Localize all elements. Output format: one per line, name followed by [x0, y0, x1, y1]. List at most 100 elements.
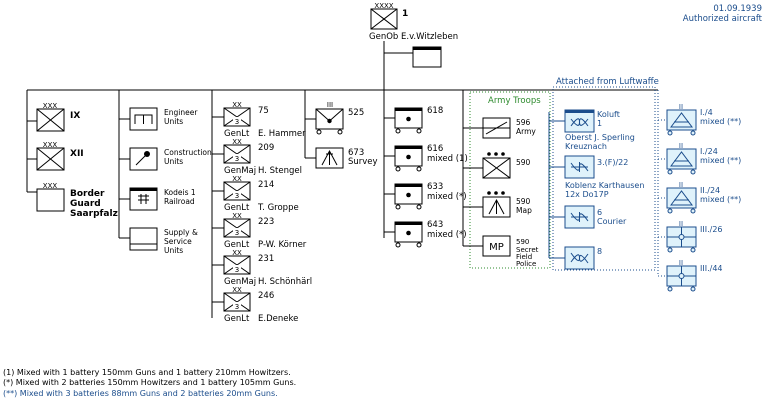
division-number: 231	[258, 254, 274, 264]
unit-590-signal-symbol	[482, 152, 511, 179]
luftwaffe-title: Attached from Luftwaffe	[556, 77, 659, 87]
flak-note: mixed (**)	[700, 117, 741, 126]
division-echelon: XX	[232, 138, 242, 146]
survey-673-symbol	[315, 147, 344, 169]
flak-number: I./24	[700, 147, 718, 156]
division-echelon: XX	[232, 249, 242, 257]
division-number: 223	[258, 217, 274, 227]
division-rank: GenLt	[224, 129, 250, 139]
railroad-icon	[129, 187, 158, 211]
footnote-1: (1) Mixed with 1 battery 150mm Guns and …	[3, 368, 291, 377]
division-number: 75	[258, 106, 269, 116]
svg-text:MP: MP	[489, 242, 504, 253]
battalion-note: mixed (1)	[427, 154, 468, 164]
battalion-number: 643	[427, 220, 443, 230]
army-troops-box	[469, 91, 551, 269]
unit-590-label: 590	[516, 158, 531, 167]
division-number: 214	[258, 180, 274, 190]
border-guard-symbol: XXX	[36, 182, 65, 212]
flak-note: mixed (**)	[700, 156, 741, 165]
authorized-aircraft-label: Authorized aircraft	[683, 14, 763, 24]
division-rank: GenLt	[224, 203, 250, 213]
unit-596-symbol	[482, 117, 511, 139]
army-troops-title: Army Troops	[488, 96, 541, 106]
division-commander: H. Schönhärl	[258, 277, 312, 287]
date-label: 01.09.1939	[713, 4, 762, 14]
division-type: 3	[235, 229, 239, 237]
unit-590-mp-symbol: MP	[482, 235, 511, 257]
division-commander: E.Deneke	[258, 314, 298, 324]
army-commander: GenOb E.v.Witzleben	[369, 32, 458, 42]
division-echelon: XX	[232, 286, 242, 294]
svg-text:II: II	[679, 103, 683, 111]
svg-text:XXX: XXX	[43, 102, 58, 110]
footnote-2: (*) Mixed with 2 batteries 150mm Howitze…	[3, 378, 296, 387]
svg-text:XXX: XXX	[43, 182, 58, 190]
battalion-number: 633	[427, 182, 443, 192]
division-echelon: XX	[232, 175, 242, 183]
division-rank: GenLt	[224, 240, 250, 250]
division-echelon: XX	[232, 212, 242, 220]
artillery-525-label: 525	[348, 108, 364, 118]
division-rank: GenLt	[224, 314, 250, 324]
supply-icon	[129, 227, 158, 251]
battalion-note: mixed (*)	[427, 192, 467, 202]
division-type: 3	[235, 266, 239, 274]
recon-3-22-symbol	[564, 155, 595, 179]
division-type: 3	[235, 155, 239, 163]
unit-8-label: 8	[597, 247, 602, 256]
flak-number: II./24	[700, 186, 720, 195]
battalion-note: mixed (*)	[427, 230, 467, 240]
svg-text:II: II	[679, 181, 683, 189]
svg-text:III: III	[327, 101, 333, 109]
division-echelon: XX	[232, 101, 242, 109]
footnote-3: (**) Mixed with 3 batteries 88mm Guns an…	[3, 389, 278, 398]
corps-ix-label: IX	[70, 111, 80, 121]
engineer-icon	[129, 107, 158, 131]
corps-xii-symbol: XXX	[36, 141, 65, 171]
battalion-number: 616	[427, 144, 443, 154]
construction-icon	[129, 147, 158, 171]
recon-3-22-label: 3.(F)/22	[597, 158, 628, 167]
artillery-525-symbol: III	[315, 101, 344, 135]
division-commander: T. Groppe	[257, 203, 299, 213]
koluft-symbol	[564, 109, 595, 133]
division-type: 3	[235, 192, 239, 200]
division-commander: P-W. Körner	[258, 240, 307, 250]
flak-number: III./44	[700, 264, 723, 273]
division-rank: GenMaj	[224, 277, 256, 287]
corps-ix-symbol: XXX	[36, 102, 65, 132]
flak-note: mixed (**)	[700, 195, 741, 204]
division-type: 3	[235, 118, 239, 126]
unit-590-map-symbol	[482, 191, 511, 218]
svg-text:II: II	[679, 142, 683, 150]
artillery-battalion-618: 618	[384, 106, 443, 134]
